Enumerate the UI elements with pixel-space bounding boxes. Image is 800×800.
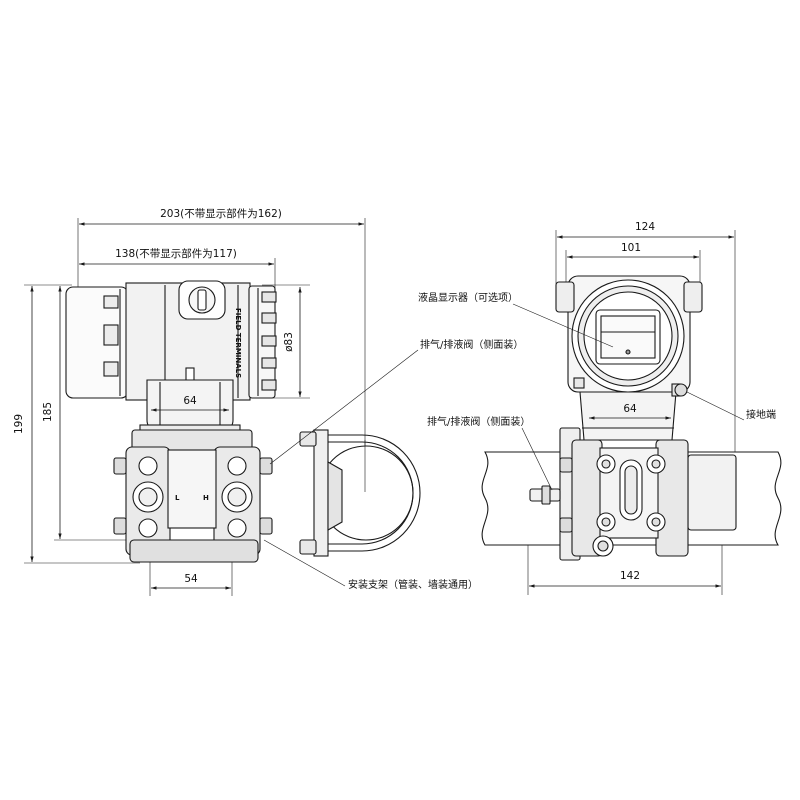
dim-neck-width-right-label: 64	[623, 403, 637, 415]
flange-bolt-head	[559, 457, 573, 473]
bracket-nut-top	[299, 431, 317, 447]
flange-bolt-hole	[227, 456, 247, 476]
port-low-label: L	[175, 494, 180, 502]
dim-housing-diameter-label: ø83	[283, 332, 295, 352]
flange-bolt-hole	[227, 518, 247, 538]
display-callout: 液晶显示器（可选项）	[418, 291, 518, 304]
housing-ear-left	[555, 281, 575, 313]
u-bolt	[316, 434, 421, 552]
display-leader	[512, 303, 614, 348]
process-flange-side	[559, 439, 689, 557]
flange-bolt-head	[259, 517, 273, 535]
dim-total-height-label: 199	[13, 414, 25, 434]
dim-height-label: 185	[42, 402, 54, 422]
flange-bolt-head	[113, 457, 127, 475]
dim-housing-width-right-label: 101	[621, 242, 641, 254]
flange-bolt-hole	[138, 456, 158, 476]
vent-valve-callout-right: 排气/排液阀（侧面装）	[427, 415, 530, 428]
u-bolt-clamp-right	[687, 454, 737, 531]
flange-bolt-hole	[138, 518, 158, 538]
process-flange: L H	[113, 429, 273, 563]
port-high-label: H	[203, 494, 209, 502]
housing-front	[555, 275, 703, 393]
bracket-callout: 安装支架（管装、墙装通用）	[348, 578, 478, 591]
field-terminals-label: FIELD TERMINALS	[234, 308, 242, 378]
housing-ear-right	[683, 281, 703, 313]
dim-flange-width-label: 54	[184, 573, 198, 585]
terminal-cap	[178, 280, 226, 320]
left-view: 203(不带显示部件为162) 138(不带显示部件为117) 199 185 …	[13, 207, 523, 596]
dim-overall-width-right-label: 124	[635, 221, 655, 233]
vent-valve-left	[259, 457, 273, 475]
flange-bolt-head	[113, 517, 127, 535]
dim-housing-width-label: 138(不带显示部件为117)	[115, 247, 237, 260]
ground-leader	[686, 391, 745, 421]
mounting-bracket	[299, 429, 343, 557]
vent-valve-leader-right	[521, 427, 553, 491]
flange-bolt-head	[559, 517, 573, 533]
vent-valve-leader-left	[269, 349, 419, 465]
dim-overall-width-label: 203(不带显示部件为162)	[160, 207, 282, 220]
vent-valve-callout-left: 排气/排液阀（侧面装）	[420, 338, 523, 351]
bracket-nut-bottom	[299, 539, 317, 555]
housing-terminal-cover	[248, 285, 277, 399]
housing-display-cover	[65, 286, 129, 399]
ground-terminal	[671, 383, 688, 397]
bracket-leader	[263, 539, 346, 587]
right-view: 124 101 142	[418, 221, 782, 595]
sensor-neck-front	[579, 391, 677, 441]
dim-neck-width-label: 64	[183, 395, 197, 407]
ground-callout: 接地端	[746, 408, 776, 421]
vent-valve-right	[529, 485, 561, 505]
dim-flange-width-right-label: 142	[620, 570, 640, 582]
